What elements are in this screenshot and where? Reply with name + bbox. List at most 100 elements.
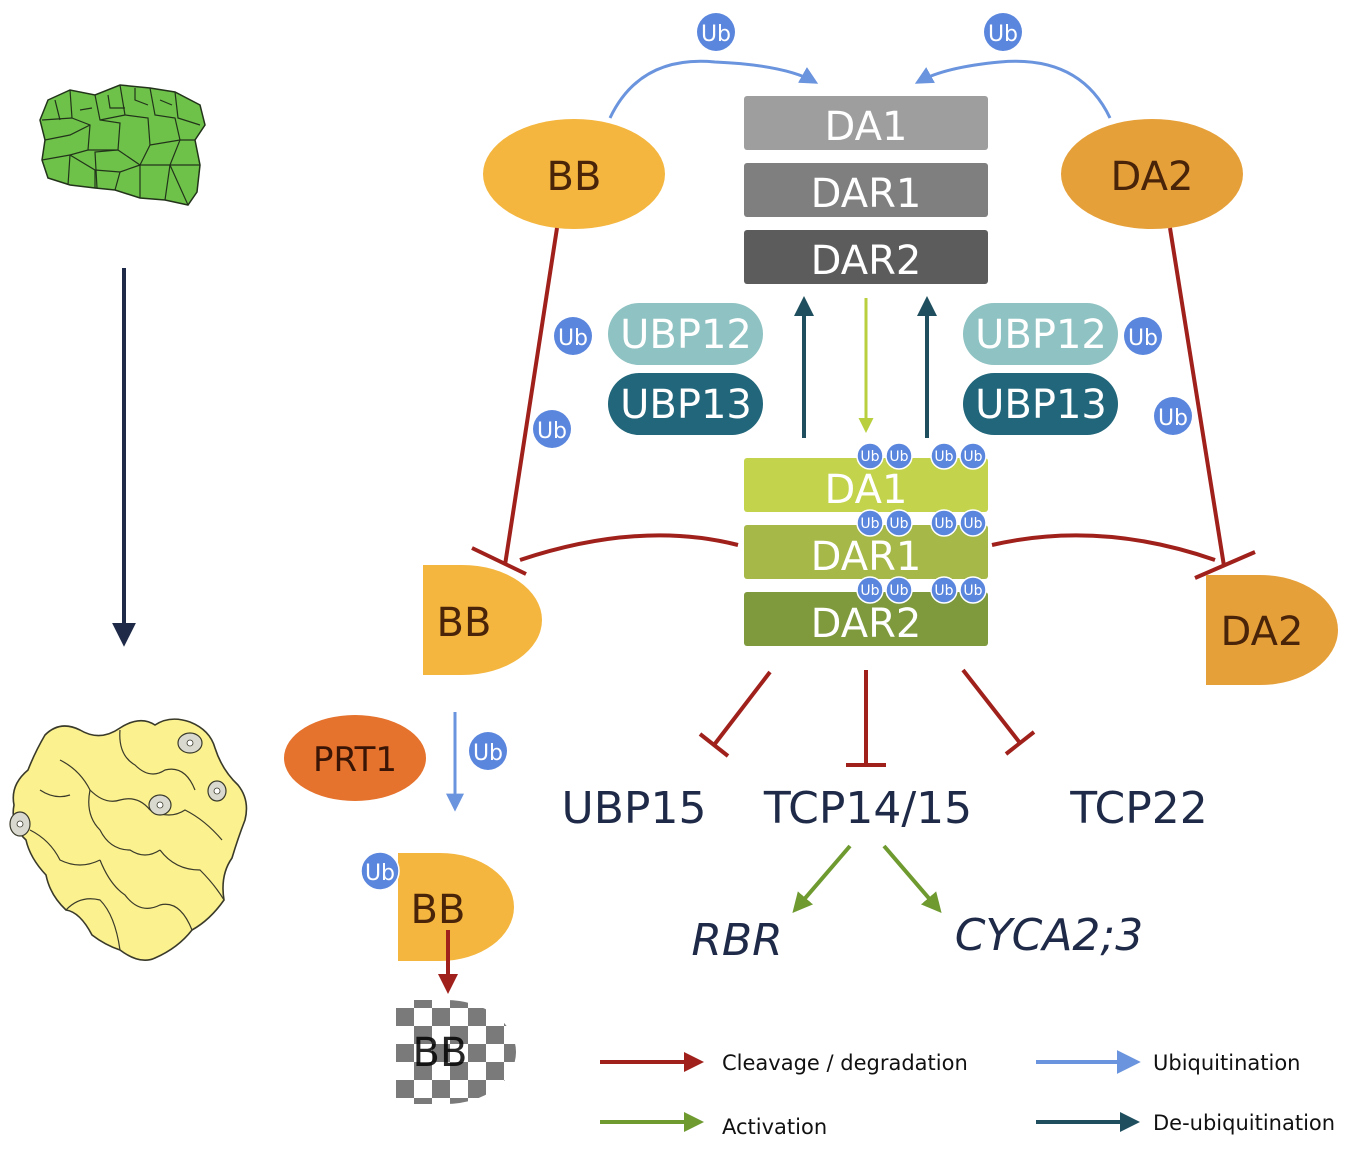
legend-ubiquitination: Ubiquitination <box>1036 1050 1300 1075</box>
svg-text:Ub: Ub <box>365 861 395 886</box>
ub-badge: Ub <box>1124 317 1162 355</box>
bb-protein: BB <box>483 119 665 229</box>
ub-badge: Ub <box>959 509 987 537</box>
svg-text:UBP12: UBP12 <box>620 312 752 358</box>
tcp22-label: TCP22 <box>1069 783 1208 834</box>
legend-cleavage: Cleavage / degradation <box>600 1051 968 1075</box>
svg-text:Cleavage / degradation: Cleavage / degradation <box>722 1051 968 1075</box>
svg-text:Ub: Ub <box>963 449 982 465</box>
svg-text:Ub: Ub <box>701 22 731 47</box>
svg-text:UBP12: UBP12 <box>975 312 1107 358</box>
svg-text:Ub: Ub <box>537 419 567 444</box>
svg-text:Ub: Ub <box>934 583 953 599</box>
svg-text:DA1: DA1 <box>825 467 908 513</box>
ub-badge: Ub <box>533 410 571 448</box>
svg-text:Ub: Ub <box>934 516 953 532</box>
svg-text:Ub: Ub <box>889 449 908 465</box>
inhibition-tcp22 <box>961 668 1036 756</box>
tcp14-15-label: TCP14/15 <box>763 783 972 834</box>
svg-text:Activation: Activation <box>722 1115 827 1139</box>
svg-text:Ub: Ub <box>889 516 908 532</box>
svg-text:BB: BB <box>437 600 492 646</box>
activation-cyca-arrow <box>882 844 942 914</box>
svg-text:DAR1: DAR1 <box>811 171 922 217</box>
ub-badge: Ub <box>1154 397 1192 435</box>
svg-text:PRT1: PRT1 <box>313 740 397 780</box>
rbr-label: RBR <box>691 915 782 966</box>
ub-badge: Ub <box>360 851 400 891</box>
ubp12-right: UBP12 <box>963 303 1118 365</box>
dar1-inactive: DAR1 <box>744 163 988 217</box>
legend-deubiquitination: De-ubiquitination <box>1036 1111 1335 1135</box>
svg-text:Ubiquitination: Ubiquitination <box>1153 1051 1300 1075</box>
ub-badge: Ub <box>930 442 958 470</box>
svg-text:BB: BB <box>411 887 466 933</box>
svg-text:Ub: Ub <box>988 22 1018 47</box>
cyca-label: CYCA2;3 <box>955 910 1143 961</box>
svg-text:Ub: Ub <box>889 583 908 599</box>
small-cells-illustration <box>39 84 206 206</box>
ub-badge: Ub <box>856 442 884 470</box>
ub-badge: Ub <box>856 576 884 604</box>
svg-text:Ub: Ub <box>558 326 588 351</box>
legend: Cleavage / degradation Ubiquitination Ac… <box>600 1050 1335 1139</box>
ub-badge: Ub <box>959 576 987 604</box>
bb-ubiquitination-arrow <box>608 59 819 119</box>
svg-text:De-ubiquitination: De-ubiquitination <box>1153 1111 1335 1135</box>
dar1-active: DAR1 <box>744 525 988 580</box>
svg-text:DAR1: DAR1 <box>811 534 922 580</box>
da1-cleaves-da2-curve <box>991 533 1216 562</box>
ubp13-left: UBP13 <box>608 373 763 435</box>
svg-text:Ub: Ub <box>473 741 503 766</box>
dar2-active: DAR2 <box>744 592 988 647</box>
activation-rbr-arrow <box>792 844 852 914</box>
bb-cleaved: BB <box>423 565 542 675</box>
dar2-inactive: DAR2 <box>744 230 988 284</box>
ub-badge: Ub <box>469 732 507 770</box>
ubp12-left: UBP12 <box>608 303 763 365</box>
prt1-protein: PRT1 <box>284 715 426 801</box>
ub-badge: Ub <box>959 442 987 470</box>
svg-text:UBP13: UBP13 <box>620 382 752 428</box>
svg-text:Ub: Ub <box>963 583 982 599</box>
svg-text:DA2: DA2 <box>1221 609 1304 655</box>
svg-text:UBP13: UBP13 <box>975 382 1107 428</box>
inhibition-tcp14-15 <box>846 670 886 767</box>
ubp15-label: UBP15 <box>562 783 707 834</box>
svg-text:Ub: Ub <box>934 449 953 465</box>
bb-tbar <box>471 546 527 576</box>
ub-badge: Ub <box>984 13 1022 51</box>
ubp13-right: UBP13 <box>963 373 1118 435</box>
svg-text:Ub: Ub <box>963 516 982 532</box>
ub-badge: Ub <box>697 13 735 51</box>
da2-ubiquitination-arrow <box>914 59 1112 119</box>
small-ub-badges: Ub Ub Ub Ub Ub Ub Ub Ub Ub Ub Ub Ub <box>856 442 987 604</box>
ub-badge: Ub <box>856 509 884 537</box>
svg-text:Ub: Ub <box>860 583 879 599</box>
da2-protein: DA2 <box>1061 119 1243 229</box>
svg-text:Ub: Ub <box>860 449 879 465</box>
da1-inactive: DA1 <box>744 96 988 150</box>
da1-active: DA1 <box>744 458 988 513</box>
svg-text:DAR2: DAR2 <box>811 601 922 647</box>
svg-text:BB: BB <box>413 1030 468 1076</box>
svg-text:Ub: Ub <box>860 516 879 532</box>
svg-text:DA2: DA2 <box>1111 154 1194 200</box>
da2-cleaved: DA2 <box>1206 575 1338 685</box>
bb-ubiquitinated: BB <box>398 853 514 961</box>
ub-badge: Ub <box>885 442 913 470</box>
ub-badge: Ub <box>930 576 958 604</box>
bb-degraded: BB <box>396 1000 516 1104</box>
svg-text:DAR2: DAR2 <box>811 238 922 284</box>
svg-text:Ub: Ub <box>1128 326 1158 351</box>
legend-activation: Activation <box>600 1112 827 1139</box>
da1-cleaves-bb-curve <box>519 533 739 562</box>
bb-cleavage-inhibition-line <box>503 227 559 566</box>
svg-text:DA1: DA1 <box>825 104 908 150</box>
ub-badge: Ub <box>885 576 913 604</box>
ub-badge: Ub <box>554 317 592 355</box>
svg-text:Ub: Ub <box>1158 406 1188 431</box>
large-cells-illustration <box>9 718 248 961</box>
